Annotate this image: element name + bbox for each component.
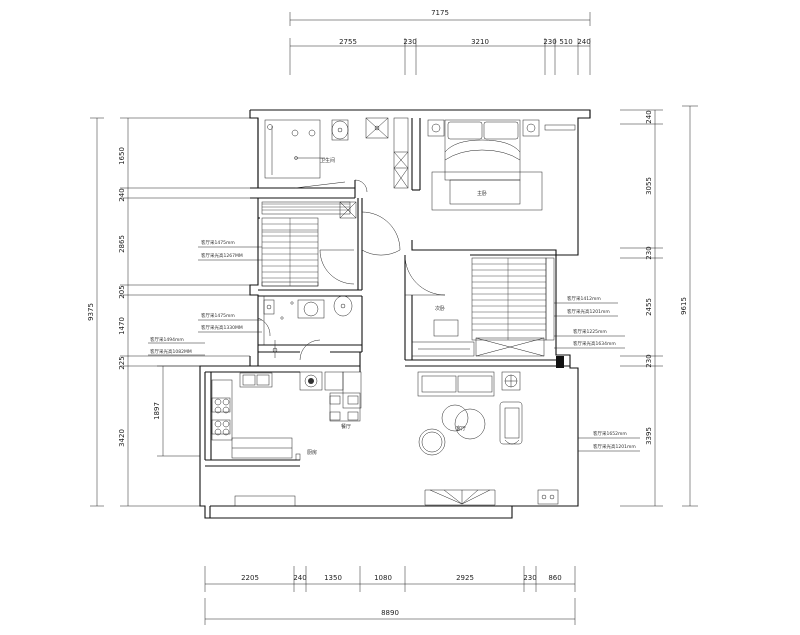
bottom-overall-dim: 8890 <box>381 609 399 617</box>
note-5b: 客厅采光高1634mm <box>573 340 616 347</box>
top-dim-3: 3210 <box>471 38 489 46</box>
note-4b: 客厅采光高1201mm <box>567 308 610 315</box>
room-label-dining: 餐厅 <box>341 423 351 430</box>
left-dim-5: 1470 <box>118 317 126 335</box>
room-label-living: 客厅 <box>456 425 466 432</box>
bottom-dim-3: 1350 <box>324 574 342 582</box>
second-bedroom: 次卧 <box>411 257 564 368</box>
right-dim-1: 240 <box>645 110 653 123</box>
bathroom-fixtures: 卫生间 <box>264 117 409 189</box>
bottom-dim-5: 2925 <box>456 574 474 582</box>
bottom-dim-1: 2205 <box>241 574 259 582</box>
top-dimensions: 7175 2755 230 3210 230 510 240 <box>289 9 591 75</box>
left-dim-2: 240 <box>118 188 126 201</box>
right-overall-dim: 9615 <box>680 297 688 315</box>
right-dim-6: 3395 <box>645 427 653 445</box>
left-dimensions: 9375 1650 240 2865 205 1470 225 3420 189… <box>87 117 250 507</box>
left-dim-7: 3420 <box>118 429 126 447</box>
second-bath <box>263 295 353 358</box>
walls <box>199 109 591 519</box>
note-4a: 客厅采1412mm <box>567 295 601 302</box>
right-dim-4: 2455 <box>645 298 653 316</box>
master-bedroom: 主卧 <box>427 119 576 211</box>
room-label-second: 次卧 <box>435 305 445 312</box>
room-label-bathroom: 卫生间 <box>320 157 335 164</box>
bottom-dimensions: 2205 240 1350 1080 2925 230 860 8890 <box>204 566 576 625</box>
right-dim-2: 3055 <box>645 177 653 195</box>
bottom-dim-4: 1080 <box>374 574 392 582</box>
left-inner-dim: 1897 <box>153 402 161 420</box>
note-2a: 客厅采1475mm <box>201 312 235 319</box>
top-overall-dim: 7175 <box>431 9 449 17</box>
small-bedroom <box>261 201 357 287</box>
note-6b: 客厅采光高1201mm <box>593 443 636 450</box>
right-dim-5: 230 <box>645 354 653 367</box>
bottom-dim-7: 860 <box>548 574 561 582</box>
top-dim-4: 230 <box>543 38 556 46</box>
right-dimensions: 240 3055 230 2455 230 3395 9615 <box>620 105 698 507</box>
note-6a: 客厅采1652mm <box>593 430 627 437</box>
note-3b: 客厅采光高1082MM <box>150 348 192 355</box>
top-dim-1: 2755 <box>339 38 357 46</box>
bottom-dim-6: 230 <box>523 574 536 582</box>
room-label-kitchen: 厨房 <box>307 449 317 456</box>
left-dim-1: 1650 <box>118 147 126 165</box>
note-3a: 客厅采1494mm <box>150 336 184 343</box>
top-dim-6: 240 <box>577 38 590 46</box>
notes: 客厅采1475mm 客厅采光高1267MM 客厅采1475mm 客厅采光高133… <box>148 239 640 452</box>
right-dim-3: 230 <box>645 246 653 259</box>
left-overall-dim: 9375 <box>87 303 95 321</box>
note-1b: 客厅采光高1267MM <box>201 252 243 259</box>
top-dim-2: 230 <box>403 38 416 46</box>
room-label-master: 主卧 <box>477 190 487 197</box>
note-1a: 客厅采1475mm <box>201 239 235 246</box>
note-5a: 客厅采1225mm <box>573 328 607 335</box>
top-dim-5: 510 <box>559 38 572 46</box>
left-dim-6: 225 <box>118 356 126 369</box>
living-room: 客厅 <box>417 371 559 506</box>
note-2b: 客厅采光高1330MM <box>201 324 243 331</box>
doors <box>257 179 446 361</box>
left-dim-3: 2865 <box>118 235 126 253</box>
left-dim-4: 205 <box>118 285 126 298</box>
bottom-dim-2: 240 <box>293 574 306 582</box>
kitchen-dining: 餐厅 厨房 <box>211 371 362 507</box>
